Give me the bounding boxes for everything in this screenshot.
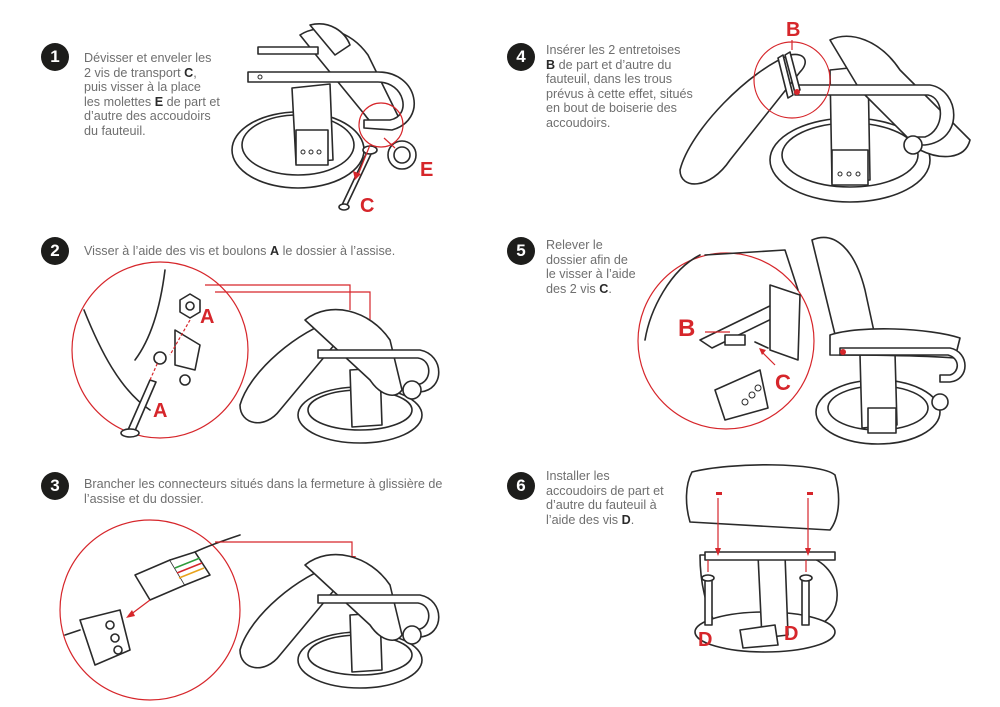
step-number-badge: 6 — [507, 472, 535, 500]
step-instruction: Visser à l’aide des vis et boulons A le … — [84, 244, 396, 258]
label-e: E — [420, 159, 433, 181]
step-6-illustration: D D — [685, 464, 840, 653]
step-instruction: Brancher les connecteurs situés dans la … — [84, 477, 443, 506]
label-a-bottom: A — [153, 400, 167, 422]
step-number-badge: 4 — [507, 43, 535, 71]
label-c: C — [775, 370, 791, 395]
label-b: B — [678, 315, 695, 342]
step-number-badge: 1 — [41, 43, 69, 71]
step-3: 3 Brancher les connecteurs situés dans l… — [0, 460, 500, 707]
step-3-illustration — [59, 519, 440, 701]
step-number-badge: 5 — [507, 237, 535, 265]
label-b: B — [786, 19, 800, 41]
label-d-right: D — [784, 623, 798, 645]
label-a-top: A — [200, 306, 214, 328]
label-c: C — [360, 195, 374, 217]
label-d-left: D — [698, 629, 712, 651]
step-5-illustration: B C — [637, 236, 966, 445]
step-4-illustration: B — [679, 19, 971, 203]
step-number-badge: 3 — [41, 472, 69, 500]
step-number-badge: 2 — [41, 237, 69, 265]
step-2-illustration: A A — [71, 261, 440, 444]
step-1-illustration: E C — [231, 23, 433, 217]
step-2: 2 Visser à l’aide des vis et boulons A l… — [0, 230, 500, 460]
